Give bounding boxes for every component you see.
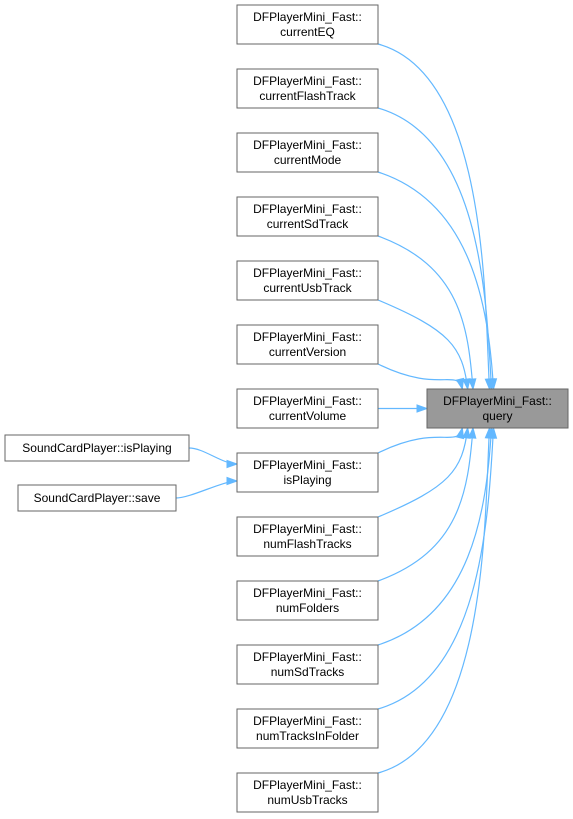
node-currentSdTrack-label-line-2: currentSdTrack	[267, 217, 350, 231]
node-numFlashTracks[interactable]: DFPlayerMini_Fast::numFlashTracks	[236, 516, 379, 557]
node-scp_isPlaying-box	[4, 434, 190, 462]
edge-numUsbTracks-to-query	[377, 427, 491, 774]
node-numFlashTracks-label-line-2: numFlashTracks	[263, 537, 351, 551]
node-currentMode-label-line-1: DFPlayerMini_Fast::	[253, 138, 362, 152]
node-isPlaying-box	[236, 452, 379, 493]
node-currentVersion-label-line-1: DFPlayerMini_Fast::	[253, 330, 362, 344]
node-numSdTracks-box	[236, 644, 379, 685]
node-numUsbTracks[interactable]: DFPlayerMini_Fast::numUsbTracks	[236, 772, 379, 813]
node-query-focus-label-line-1: DFPlayerMini_Fast::	[443, 394, 552, 408]
node-numTracksInFolder-label-line-1: DFPlayerMini_Fast::	[253, 714, 362, 728]
edge-currentMode-to-query	[377, 171, 495, 390]
edge-currentVolume-to-query-arrowhead	[416, 404, 429, 413]
edge-currentSdTrack-to-query	[377, 235, 474, 390]
node-scp_save-label-line-1: SoundCardPlayer::save	[34, 491, 161, 505]
node-currentEQ-box	[236, 4, 379, 45]
edge-numFlashTracks-to-query	[377, 427, 469, 518]
node-numUsbTracks-box	[236, 772, 379, 813]
node-currentSdTrack-label-line-1: DFPlayerMini_Fast::	[253, 202, 362, 216]
node-currentSdTrack-box	[236, 196, 379, 237]
node-query-focus-box	[426, 388, 569, 429]
node-currentUsbTrack-label-line-1: DFPlayerMini_Fast::	[253, 266, 362, 280]
edges	[175, 43, 498, 774]
edge-currentFlashTrack-to-query	[377, 107, 493, 390]
edge-currentUsbTrack-to-query-arrowhead	[462, 378, 471, 391]
node-currentVersion-label-line-2: currentVersion	[269, 345, 346, 359]
edge-isPlaying-to-query-arrowhead	[455, 426, 465, 440]
node-currentEQ-label-line-1: DFPlayerMini_Fast::	[253, 10, 362, 24]
node-numUsbTracks-label-line-1: DFPlayerMini_Fast::	[253, 778, 362, 792]
node-numFlashTracks-box	[236, 516, 379, 557]
node-currentFlashTrack[interactable]: DFPlayerMini_Fast::currentFlashTrack	[236, 68, 379, 109]
node-numFolders[interactable]: DFPlayerMini_Fast::numFolders	[236, 580, 379, 621]
node-currentMode[interactable]: DFPlayerMini_Fast::currentMode	[236, 132, 379, 173]
node-numSdTracks-label-line-2: numSdTracks	[271, 665, 345, 679]
node-currentVersion-box	[236, 324, 379, 365]
node-numFolders-label-line-2: numFolders	[276, 601, 339, 615]
node-numTracksInFolder-box	[236, 708, 379, 749]
node-currentVersion[interactable]: DFPlayerMini_Fast::currentVersion	[236, 324, 379, 365]
edge-currentEQ-to-query	[377, 43, 491, 390]
edge-numTracksInFolder-to-query	[377, 427, 495, 710]
edge-currentUsbTrack-to-query	[377, 299, 469, 390]
node-isPlaying-label-line-2: isPlaying	[283, 473, 331, 487]
nodes: DFPlayerMini_Fast::currentEQDFPlayerMini…	[4, 4, 569, 813]
edge-numFolders-to-query	[377, 427, 474, 582]
node-currentFlashTrack-label-line-1: DFPlayerMini_Fast::	[253, 74, 362, 88]
node-currentVolume-label-line-1: DFPlayerMini_Fast::	[253, 394, 362, 408]
edge-currentSdTrack-to-query-arrowhead	[467, 378, 477, 391]
node-currentSdTrack[interactable]: DFPlayerMini_Fast::currentSdTrack	[236, 196, 379, 237]
node-currentFlashTrack-box	[236, 68, 379, 109]
node-currentVolume-label-line-2: currentVolume	[269, 409, 347, 423]
node-scp_save[interactable]: SoundCardPlayer::save	[17, 484, 177, 512]
node-numSdTracks[interactable]: DFPlayerMini_Fast::numSdTracks	[236, 644, 379, 685]
node-isPlaying-label-line-1: DFPlayerMini_Fast::	[253, 458, 362, 472]
node-numFolders-box	[236, 580, 379, 621]
node-currentEQ-label-line-2: currentEQ	[280, 25, 335, 39]
node-scp_isPlaying-label-line-1: SoundCardPlayer::isPlaying	[22, 441, 171, 455]
node-query-focus-label-line-2: query	[482, 409, 512, 423]
node-numUsbTracks-label-line-2: numUsbTracks	[267, 793, 347, 807]
node-numTracksInFolder[interactable]: DFPlayerMini_Fast::numTracksInFolder	[236, 708, 379, 749]
node-query-focus[interactable]: DFPlayerMini_Fast::query	[426, 388, 569, 429]
edge-currentMode-to-query-arrowhead	[488, 378, 498, 391]
node-currentMode-label-line-2: currentMode	[274, 153, 342, 167]
node-currentFlashTrack-label-line-2: currentFlashTrack	[259, 89, 356, 103]
node-currentUsbTrack[interactable]: DFPlayerMini_Fast::currentUsbTrack	[236, 260, 379, 301]
node-currentUsbTrack-box	[236, 260, 379, 301]
node-numFlashTracks-label-line-1: DFPlayerMini_Fast::	[253, 522, 362, 536]
edge-currentVersion-to-query-arrowhead	[455, 377, 465, 391]
edge-numSdTracks-to-query	[377, 427, 493, 646]
node-currentUsbTrack-label-line-2: currentUsbTrack	[263, 281, 352, 295]
edge-currentVersion-to-query	[377, 363, 463, 390]
node-currentVolume-box	[236, 388, 379, 429]
node-currentMode-box	[236, 132, 379, 173]
node-scp_save-box	[17, 484, 177, 512]
edge-numFolders-to-query-arrowhead	[467, 426, 477, 439]
node-isPlaying[interactable]: DFPlayerMini_Fast::isPlaying	[236, 452, 379, 493]
edge-scp_save-to-isPlaying-arrowhead	[226, 476, 239, 486]
edge-numUsbTracks-to-query-arrowhead	[484, 426, 494, 439]
node-numSdTracks-label-line-1: DFPlayerMini_Fast::	[253, 650, 362, 664]
edge-scp_isPlaying-to-isPlaying-arrowhead	[226, 459, 239, 469]
node-currentVolume[interactable]: DFPlayerMini_Fast::currentVolume	[236, 388, 379, 429]
node-numTracksInFolder-label-line-2: numTracksInFolder	[256, 729, 359, 743]
edge-isPlaying-to-query	[377, 427, 463, 454]
edge-numFlashTracks-to-query-arrowhead	[462, 426, 471, 439]
node-currentEQ[interactable]: DFPlayerMini_Fast::currentEQ	[236, 4, 379, 45]
node-numFolders-label-line-1: DFPlayerMini_Fast::	[253, 586, 362, 600]
node-scp_isPlaying[interactable]: SoundCardPlayer::isPlaying	[4, 434, 190, 462]
